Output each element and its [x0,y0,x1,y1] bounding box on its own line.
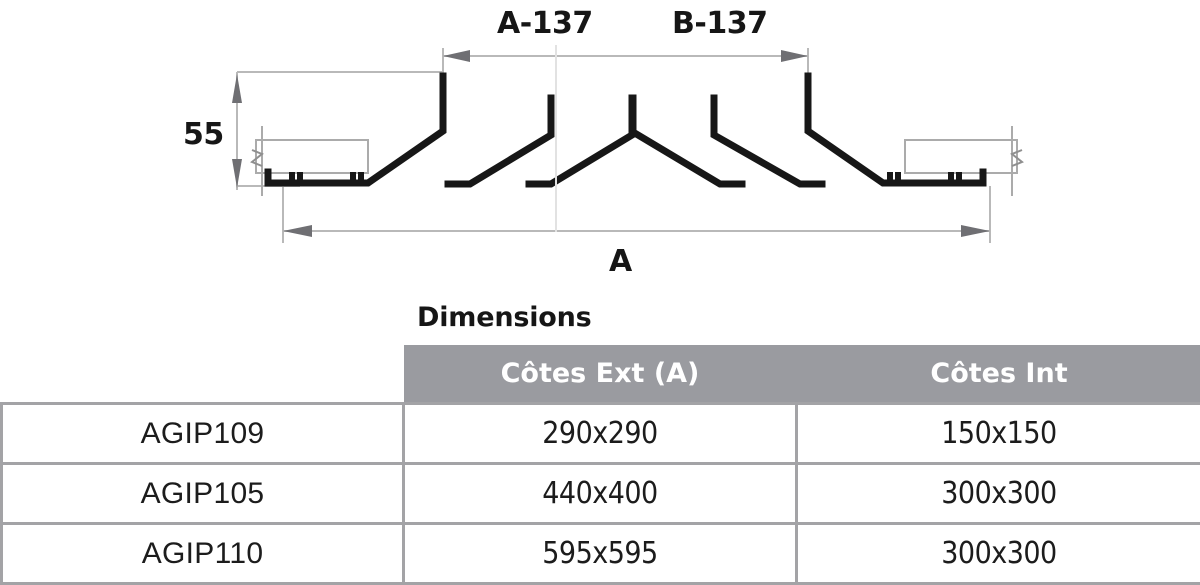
cell-product-code: AGIP109 [2,404,404,464]
arrow-width-left [283,225,312,237]
table-row: AGIP105 440x400 300x300 [2,464,1200,524]
arrow-height-up [232,74,242,103]
table-title: Dimensions [417,302,592,333]
vane-1 [448,98,551,184]
cell-product-code: AGIP110 [2,524,404,584]
cell-cotes-ext: 595x595 [404,524,797,584]
left-outer-profile [268,76,443,183]
cell-cotes-int: 300x300 [797,464,1200,524]
table-header-row: Côtes Ext (A) Côtes Int [2,345,1200,404]
cell-cotes-int: 150x150 [797,404,1200,464]
cell-cotes-ext: 440x400 [404,464,797,524]
right-break-symbol [1012,150,1022,166]
table-header: Côtes Ext (A) Côtes Int [2,345,1200,404]
cell-product-code: AGIP105 [2,464,404,524]
right-outer-profile [808,76,983,183]
cell-cotes-ext: 290x290 [404,404,797,464]
column-header-cotes-ext: Côtes Ext (A) [404,345,797,404]
arrow-top-left [443,50,470,62]
arrow-height-down [232,159,242,188]
dimension-arrowheads [232,50,990,237]
left-break-symbol [252,150,262,166]
column-header-code [2,345,404,404]
cell-cotes-int: 300x300 [797,524,1200,584]
arrow-width-right [961,225,990,237]
profile-outline [268,76,983,183]
product-cross-section-drawing: A-137 B-137 55 A [0,0,1200,290]
arrow-top-right [781,50,808,62]
dimension-label-width: A [609,244,632,279]
left-flange-box [256,140,368,173]
column-header-cotes-int: Côtes Int [797,345,1200,404]
dimension-label-a137: A-137 [497,6,593,41]
dimensions-table: Côtes Ext (A) Côtes Int AGIP109 290x290 … [0,345,1200,585]
table-body: AGIP109 290x290 150x150 AGIP105 440x400 … [2,404,1200,584]
table-row: AGIP109 290x290 150x150 [2,404,1200,464]
right-flange-box [905,140,1017,173]
inner-vanes [448,98,822,184]
drawing-svg [0,0,1200,290]
table-row: AGIP110 595x595 300x300 [2,524,1200,584]
dimension-label-b137: B-137 [672,6,767,41]
dimension-label-height: 55 [183,117,224,152]
